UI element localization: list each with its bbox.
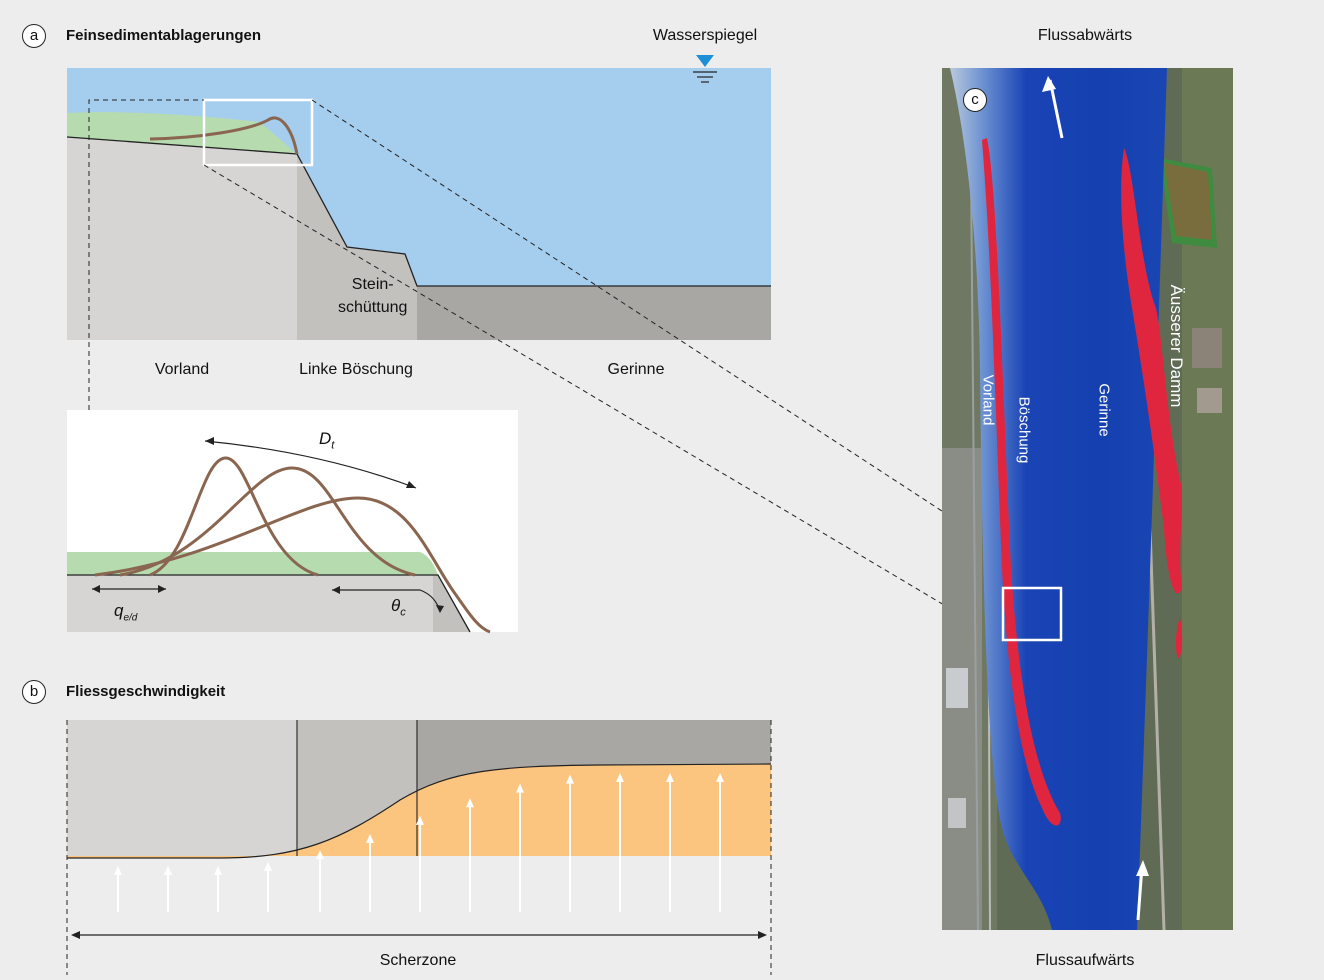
inset-curve-2 <box>119 466 416 577</box>
theta-label: θc <box>391 596 406 619</box>
velocity-arrow-head <box>616 773 624 782</box>
velocity-arrow-head <box>114 866 122 875</box>
velocity-arrow-head <box>516 783 524 793</box>
zoom-box <box>202 98 314 167</box>
map-connector-bottom <box>203 164 1004 641</box>
map-label-vorland: Vorland <box>979 374 997 426</box>
velocity-arrow-head <box>264 861 272 871</box>
upstream-label: Flussaufwärts <box>1035 952 1135 969</box>
panel-b-badge: b <box>22 680 46 704</box>
velocity-arrow-head <box>466 798 474 808</box>
velocity-arrow-head <box>214 866 222 875</box>
right-bank-deposit <box>1121 148 1182 594</box>
q-label: qe/d <box>114 601 138 624</box>
river-water <box>950 68 1167 930</box>
left-bank-deposit <box>982 138 1061 826</box>
map-label-boeschung: Böschung <box>1015 396 1033 464</box>
fine-sediment-deposit <box>67 112 297 154</box>
inset-ground <box>67 575 470 632</box>
panel-a-title: Feinsedimentablagerungen <box>66 27 262 44</box>
floodplain-ground <box>67 137 297 340</box>
velocity-profile <box>67 764 771 858</box>
velocity-arrow-head <box>164 866 172 875</box>
deposit-curve <box>149 116 299 155</box>
zone-label-vorland: Vorland <box>154 361 210 378</box>
map-zoom-box <box>1001 586 1063 642</box>
channel-bed <box>417 286 771 340</box>
downstream-label: Flussabwärts <box>1037 27 1133 44</box>
map-label-damm: Äusserer Damm <box>1167 284 1186 408</box>
bank-ground <box>297 154 417 340</box>
riprap-label: Stein- schüttung <box>338 276 408 316</box>
panel-b-title: Fliessgeschwindigkeit <box>66 683 226 700</box>
velocity-arrow-head <box>716 773 724 782</box>
velocity-arrow-head <box>666 773 674 782</box>
map-connector-top <box>311 99 1064 591</box>
shear-zone-label: Scherzone <box>379 952 457 969</box>
panel-a-badge: a <box>22 24 46 48</box>
velocity-arrows <box>114 773 724 912</box>
dt-arrow <box>204 440 417 489</box>
map-label-gerinne: Gerinne <box>1095 383 1113 437</box>
zone-label-bank: Linke Böschung <box>299 361 413 378</box>
velocity-arrow-head <box>566 774 574 784</box>
water-level-label: Wasserspiegel <box>652 27 758 44</box>
inset-curve-1 <box>149 456 319 577</box>
panel-c-badge: c <box>963 88 987 112</box>
inset-leader <box>88 99 204 410</box>
river-map <box>942 67 1233 931</box>
inset-curve-3 <box>94 496 491 634</box>
dt-label: Dt <box>319 429 335 452</box>
zone-label-channel: Gerinne <box>607 361 665 378</box>
water-level-marker <box>696 55 714 67</box>
velocity-arrow-head <box>366 833 374 843</box>
velocity-arrow-head <box>416 815 424 825</box>
velocity-arrow-head <box>316 850 324 860</box>
